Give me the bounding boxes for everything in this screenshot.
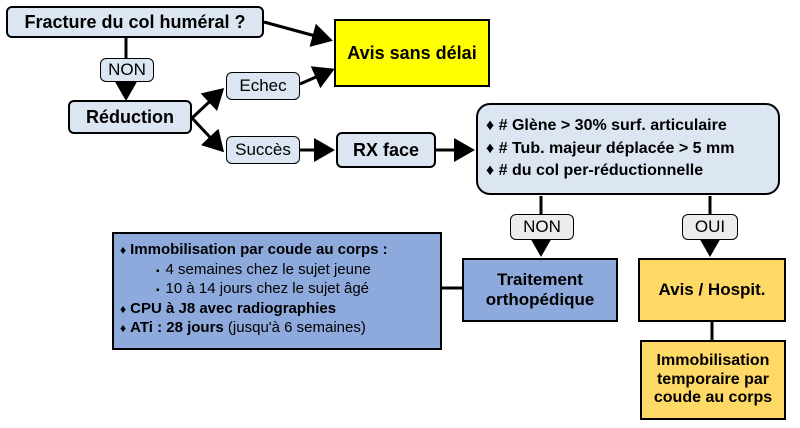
criteria-box: ♦ # Glène > 30% surf. articulaire ♦ # Tu… xyxy=(476,103,780,195)
echec-box: Echec xyxy=(226,72,300,100)
criteria-item: ♦ # du col per-réductionnelle xyxy=(486,162,704,180)
info-sub-age: ▪10 à 14 jours chez le sujet âgé xyxy=(156,280,370,297)
oui-label-mid: OUI xyxy=(682,214,738,240)
info-ati: ♦ATi : 28 jours (jusqu'à 6 semaines) xyxy=(120,319,366,336)
question-box: Fracture du col huméral ? xyxy=(6,6,264,38)
treatment-details-box: ♦Immobilisation par coude au corps : ▪4 … xyxy=(112,232,442,350)
non-label-top: NON xyxy=(100,58,154,82)
avis-sans-delai-box: Avis sans délai xyxy=(334,19,490,87)
info-sub-jeune: ▪4 semaines chez le sujet jeune xyxy=(156,260,371,278)
reduction-box: Réduction xyxy=(68,100,192,134)
immobilisation-temporaire-box: Immobilisation temporaire par coude au c… xyxy=(640,340,786,420)
arrow-reduction-to-echec xyxy=(190,87,225,120)
criteria-item: ♦ # Tub. majeur déplacée > 5 mm xyxy=(486,139,735,157)
non-label-mid: NON xyxy=(510,214,574,240)
criteria-item: ♦ # Glène > 30% surf. articulaire xyxy=(486,117,727,135)
arrow-question-to-avis xyxy=(263,20,333,47)
info-immobilisation: ♦Immobilisation par coude au corps : xyxy=(120,241,388,258)
arrow-reduction-to-succes xyxy=(190,116,225,153)
avis-hospit-box: Avis / Hospit. xyxy=(638,258,786,322)
info-cpu: ♦CPU à J8 avec radiographies xyxy=(120,299,337,317)
arrow-echec-to-avis xyxy=(299,66,335,89)
rx-face-box: RX face xyxy=(336,132,436,168)
traitement-box: Traitement orthopédique xyxy=(462,258,618,322)
succes-box: Succès xyxy=(226,136,300,164)
